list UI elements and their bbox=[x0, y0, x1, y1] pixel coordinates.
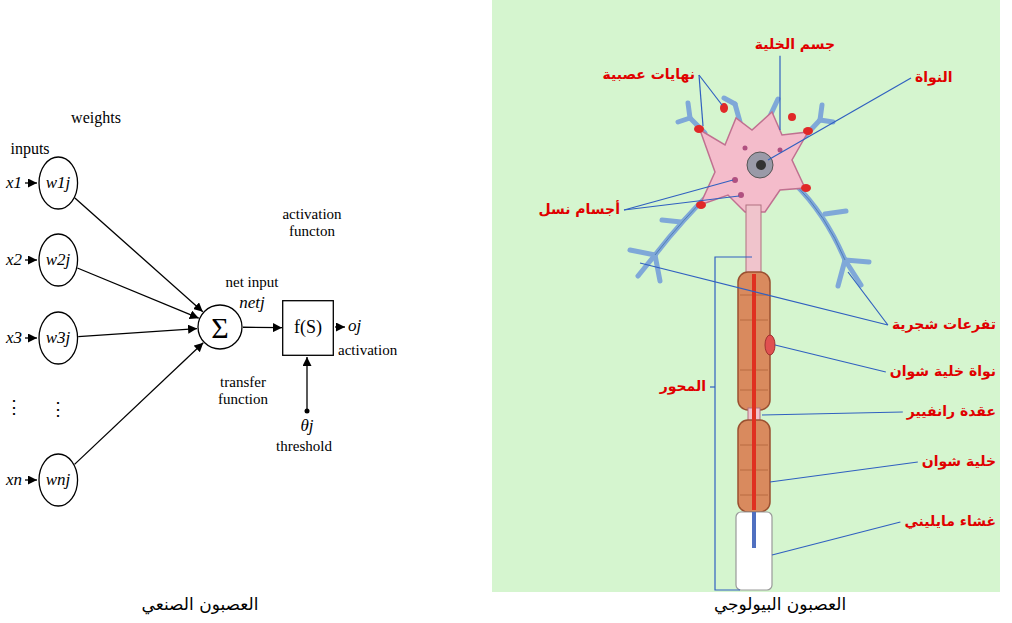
threshold-arrow bbox=[306, 357, 307, 409]
axon-core bbox=[752, 274, 756, 510]
circle-outline bbox=[198, 305, 242, 349]
axis-label: inputs bbox=[10, 140, 49, 158]
node-text: Σ bbox=[211, 311, 228, 344]
axon-hillock bbox=[746, 205, 761, 275]
leader-line bbox=[772, 522, 900, 555]
weight-circle: w3j bbox=[38, 311, 79, 365]
connector-arrow bbox=[75, 343, 204, 465]
nerve-endings bbox=[694, 103, 813, 209]
connector-arrow bbox=[78, 329, 197, 337]
leader-line bbox=[779, 56, 780, 130]
connector-arrow bbox=[243, 327, 282, 329]
threshold-symbol: θj bbox=[300, 417, 313, 436]
leader-line bbox=[775, 345, 886, 372]
circle-outline bbox=[39, 454, 78, 506]
signal-label: net input bbox=[226, 274, 279, 291]
activation-box: f(S) bbox=[282, 300, 334, 356]
nucleus bbox=[747, 152, 773, 178]
figure-caption: العصبون البيولوجي bbox=[714, 595, 846, 614]
axon-bracket bbox=[715, 257, 752, 590]
leader-line bbox=[762, 412, 903, 415]
part-name: النواة bbox=[915, 70, 953, 85]
ellipsis: ⋮ bbox=[49, 400, 67, 420]
sum-circle: Σ bbox=[197, 304, 243, 350]
signal-label: threshold bbox=[276, 438, 332, 455]
signal-symbol: netj bbox=[239, 294, 265, 313]
weight-circle: wnj bbox=[38, 453, 79, 507]
part-name: أجسام نسل bbox=[538, 202, 620, 217]
node-text: wnj bbox=[46, 471, 71, 490]
input-symbol: xn bbox=[6, 471, 22, 490]
input-symbol: x1 bbox=[6, 174, 22, 193]
figure-caption: العصبون الصنعي bbox=[142, 595, 259, 614]
output-arrow bbox=[335, 326, 345, 327]
cell-body bbox=[700, 112, 808, 212]
circle-outline bbox=[39, 157, 78, 209]
part-name: جسم الخلية bbox=[755, 37, 835, 52]
axis-label: weights bbox=[71, 109, 121, 127]
weight-circle: w2j bbox=[38, 233, 79, 287]
function-label: transfer function bbox=[203, 374, 283, 407]
function-label: activation functon bbox=[272, 206, 352, 239]
part-name: المحور bbox=[660, 379, 706, 394]
output-symbol: oj bbox=[348, 317, 361, 336]
node-text: f(S) bbox=[294, 318, 322, 338]
leader-line bbox=[768, 78, 911, 160]
input-symbol: x3 bbox=[6, 329, 22, 348]
leader-line bbox=[699, 75, 722, 105]
nucleolus bbox=[756, 160, 766, 170]
weight-circle: w1j bbox=[38, 156, 79, 210]
box-outline bbox=[283, 301, 334, 356]
input-symbol: x2 bbox=[6, 251, 22, 270]
connector-arrow bbox=[77, 268, 198, 318]
circle-outline bbox=[39, 312, 78, 364]
axon-core bbox=[752, 512, 756, 548]
circle-outline bbox=[39, 234, 78, 286]
connector-arrow bbox=[75, 198, 203, 312]
panel-ground bbox=[492, 0, 1000, 592]
leader-line bbox=[699, 75, 703, 126]
threshold-dot bbox=[305, 409, 310, 414]
node-text: w2j bbox=[46, 251, 71, 270]
part-name: نهايات عصبية bbox=[603, 67, 696, 82]
part-name: نواة خلية شوان bbox=[890, 364, 996, 379]
leader-line bbox=[640, 263, 888, 325]
signal-label: activation bbox=[338, 342, 397, 359]
nissl-bodies bbox=[732, 146, 783, 199]
myelin-sheath bbox=[736, 512, 772, 590]
dendrites bbox=[630, 98, 869, 286]
node-text: w3j bbox=[46, 329, 71, 348]
leader-line bbox=[770, 462, 918, 482]
node-text: w1j bbox=[46, 174, 71, 193]
part-name: عقدة رانفيير bbox=[907, 404, 996, 419]
leader-line bbox=[848, 272, 888, 325]
leader-line bbox=[710, 386, 715, 387]
leader-line bbox=[624, 196, 739, 210]
part-name: غشاء مايليني bbox=[904, 514, 996, 529]
ellipsis: ⋮ bbox=[5, 398, 23, 418]
leader-lines bbox=[624, 56, 918, 555]
part-name: خلية شوان bbox=[922, 454, 996, 469]
schwann-nucleus bbox=[765, 335, 775, 355]
leader-line bbox=[624, 180, 733, 210]
input-arrows bbox=[25, 183, 37, 480]
part-name: تفرعات شجرية bbox=[892, 317, 996, 332]
